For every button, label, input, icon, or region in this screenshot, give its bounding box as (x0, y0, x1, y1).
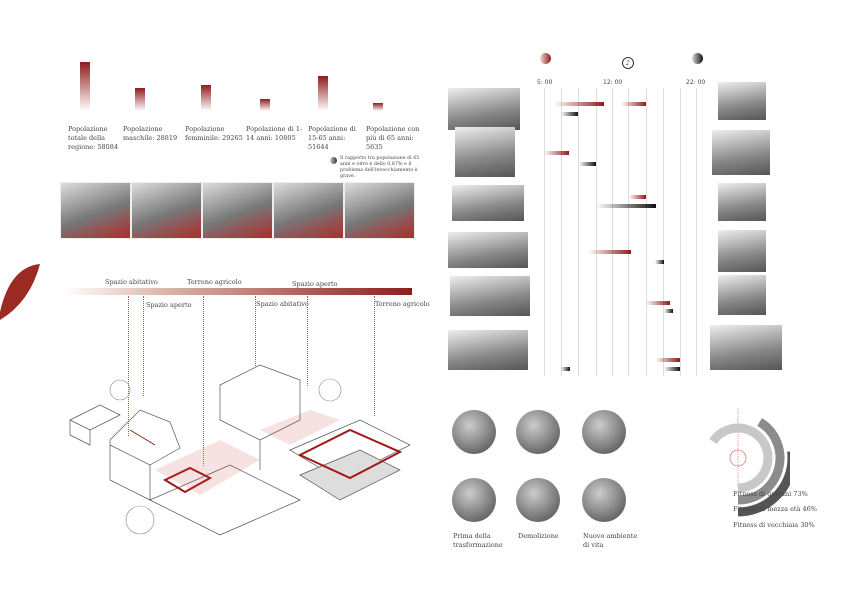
space-label: Spazio abitativo (105, 278, 158, 286)
resident-photo (718, 275, 766, 315)
new-environment-photo (582, 478, 626, 522)
population-bar-male (135, 88, 145, 111)
resident-photo (718, 183, 766, 221)
leaf-decoration (0, 264, 40, 320)
space-label: Terreno agricolo (375, 300, 430, 308)
population-label: Popolazione di 15-65 anni: 51644 (308, 125, 356, 151)
population-label: Popolazione femminile: 29265 (185, 125, 243, 142)
activity-photo (448, 88, 520, 130)
activity-photo (455, 127, 515, 177)
new-environment-photo (582, 410, 626, 454)
resident-photo (712, 130, 770, 175)
space-label: Spazio aperto (292, 280, 338, 288)
timeline-gridline (696, 88, 697, 376)
rest-bar (664, 367, 680, 371)
activity-bar (621, 102, 646, 106)
activity-bar (588, 250, 631, 254)
population-label: Popolazione maschile: 28819 (123, 125, 178, 142)
resident-photo (718, 82, 766, 120)
timeline-gridline (663, 88, 664, 376)
rest-bar (596, 204, 656, 208)
guide-line (128, 296, 129, 436)
guide-line (143, 296, 144, 396)
population-bar-65plus (373, 103, 383, 111)
population-bar-1-14 (260, 99, 270, 111)
activity-bar (629, 195, 646, 199)
timeline-gridline (596, 88, 597, 376)
demolition-photo (516, 410, 560, 454)
population-label: Popolazione di 1-14 anni: 10805 (246, 125, 303, 142)
activity-bar (544, 151, 569, 155)
timeline-gridline (578, 88, 579, 376)
guide-line (255, 296, 256, 366)
village-photo (202, 182, 273, 239)
sunrise-icon (540, 53, 551, 64)
activity-bar (655, 358, 680, 362)
fitness-arc (709, 423, 773, 493)
activity-photo (448, 330, 528, 370)
activity-bar (646, 301, 670, 305)
timeline-gridline (612, 88, 613, 376)
resident-photo (710, 325, 782, 370)
time-label: 12: 00 (603, 79, 623, 86)
clock-icon: ♪ (622, 57, 634, 69)
space-label: Spazio aperto (146, 301, 192, 309)
village-photo (60, 182, 131, 239)
rest-bar (655, 260, 664, 264)
village-photo (131, 182, 202, 239)
fitness-arc (737, 451, 790, 517)
guide-line (307, 296, 308, 386)
timeline-gridline (646, 88, 647, 376)
timeline-gridline (680, 88, 681, 376)
rest-bar (561, 112, 578, 116)
space-label: Spazio abitativo (256, 300, 309, 308)
timeline-gridline (628, 88, 629, 376)
activity-bar (554, 102, 604, 106)
population-bar-15-65 (318, 76, 328, 111)
before-photo (452, 478, 496, 522)
timeline-gridline (561, 88, 562, 376)
village-photo (344, 182, 415, 239)
space-gradient-bar (62, 288, 412, 295)
fitness-arc (737, 418, 785, 505)
population-label: Popolazione con più di 65 anni: 5635 (366, 125, 420, 151)
night-icon (692, 53, 703, 64)
resident-photo (718, 230, 766, 272)
time-label: 5: 00 (537, 79, 553, 86)
time-label: 22: 00 (686, 79, 706, 86)
fitness-rings (709, 408, 790, 517)
activity-photo (450, 276, 530, 316)
axonometric-drawing (69, 364, 411, 536)
fitness-label: Fitness di mezza età 46% (733, 505, 817, 513)
fitness-label: Fitness di giovani 73% (733, 490, 808, 498)
stage-label: Demolizione (518, 532, 559, 540)
rest-bar (561, 367, 570, 371)
stage-label: Nuovo ambiente di vita (583, 532, 638, 549)
fitness-label: Fitness di vecchiaia 30% (733, 521, 815, 529)
before-photo (452, 410, 496, 454)
population-bar-female (201, 85, 211, 111)
aging-note: Il rapporto tra popolazione di 65 anni e… (340, 156, 420, 179)
rest-bar (664, 309, 673, 313)
activity-photo (448, 232, 528, 268)
guide-line (374, 296, 375, 416)
stage-label: Prima della trasformazione (453, 532, 503, 549)
timeline-gridline (544, 88, 545, 376)
population-label: Popolazione totale della regione: 58084 (68, 125, 119, 151)
activity-photo (452, 185, 524, 221)
village-photo (273, 182, 344, 239)
aging-icon (330, 157, 337, 164)
demolition-photo (516, 478, 560, 522)
rest-bar (579, 162, 596, 166)
population-bar-total (80, 62, 90, 111)
space-label: Terreno agricolo (187, 278, 242, 286)
guide-line (203, 296, 204, 466)
